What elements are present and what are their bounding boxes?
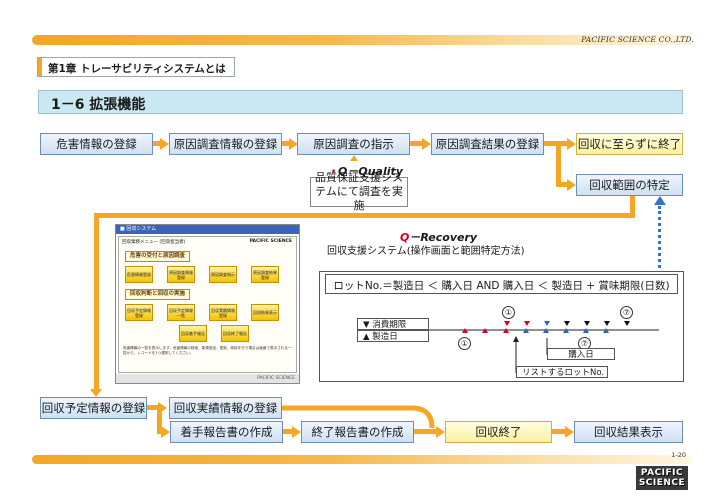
arrow-right-icon xyxy=(567,179,576,191)
btn-cause-instruct: 原因調査指示 xyxy=(209,266,237,283)
pacific-science-logo: PACIFIC SCIENCE xyxy=(636,466,688,490)
header-bar xyxy=(32,35,692,45)
screenshot-subtitle: 回収業務メニュー (回収担当者) xyxy=(122,240,186,245)
btn-end-report: 回収終了報告 xyxy=(221,325,249,342)
quality-note: 品質保証支援システムにて調査を実施 xyxy=(310,171,408,212)
screenshot-footer: PACIFIC SCIENCE xyxy=(116,374,299,383)
marker-circle: ⑦ xyxy=(578,337,591,350)
btn-recall-actual: 回収実績情報登録 xyxy=(209,304,237,321)
connector-vertical xyxy=(630,196,635,218)
connector-curve xyxy=(282,405,435,429)
marker-circle: ① xyxy=(458,337,471,350)
step-cause-investigation-instruction: 原因調査の指示 xyxy=(297,133,410,155)
recovery-note: 回収支援システム(操作画面と範囲特定方法) xyxy=(327,246,525,257)
branch-connector xyxy=(556,141,561,186)
arrow-shaft xyxy=(157,429,162,434)
list-lot-label: リストするロットNo. xyxy=(516,366,608,378)
arrow-right-icon xyxy=(436,426,445,438)
btn-recall-plan-list: 回収予定情報一覧 xyxy=(167,304,195,321)
step-end-without-recall: 回収に至らずに終了 xyxy=(576,133,683,155)
step-cause-result-registration: 原因調査結果の登録 xyxy=(431,133,544,155)
lot-formula: ロットNo.＝製造日 ＜ 購入日 AND 購入日 ＜ 製造日 + 賞味期限(日数… xyxy=(325,274,678,294)
arrow-right-icon xyxy=(160,138,169,150)
arrow-shaft xyxy=(414,429,437,434)
quality-label: ・Q－Quality xyxy=(327,165,403,178)
chapter-label: 第1章 トレーサビリティシステムとは xyxy=(37,57,235,77)
arrow-right-icon xyxy=(158,402,167,414)
btn-hazard-reg: 危害情報登録 xyxy=(125,266,153,283)
arrow-up-icon xyxy=(350,155,358,161)
step-hazard-registration: 危害情報の登録 xyxy=(40,133,153,155)
footer-bar xyxy=(32,455,692,464)
step-recall-end: 回収終了 xyxy=(445,421,552,443)
arrow-right-icon xyxy=(289,138,298,150)
step-recall-plan-registration: 回収予定情報の登録 xyxy=(40,397,147,419)
page-number: 1-20 xyxy=(671,451,686,459)
arrow-shaft xyxy=(153,141,161,146)
marker-circle: ⑦ xyxy=(620,306,633,319)
arrow-right-icon xyxy=(567,138,576,150)
arrow-shaft xyxy=(147,405,159,410)
step-recall-range: 回収範囲の特定 xyxy=(576,174,683,196)
dotted-connector xyxy=(658,206,661,268)
step-end-report: 終了報告書の作成 xyxy=(301,421,414,443)
connector-vertical xyxy=(94,213,99,391)
recovery-label: Q－Recovery xyxy=(400,231,478,244)
timeline-diagram xyxy=(429,321,659,373)
arrow-shaft xyxy=(552,429,566,434)
arrow-shaft xyxy=(410,141,423,146)
step-start-report: 着手報告書の作成 xyxy=(170,421,283,443)
arrow-right-icon xyxy=(292,426,301,438)
screenshot-brand: PACIFIC SCIENCE xyxy=(249,239,292,244)
arrow-shaft xyxy=(282,141,290,146)
arrow-right-icon xyxy=(422,138,431,150)
step-recall-actual-registration: 回収実績情報の登録 xyxy=(169,397,282,419)
arrow-right-icon xyxy=(565,426,574,438)
step-cause-investigation-registration: 原因調査情報の登録 xyxy=(169,133,282,155)
connector-vertical xyxy=(157,405,162,433)
arrow-right-icon xyxy=(161,426,170,438)
btn-recall-result: 回収結果表示 xyxy=(251,304,279,321)
step-recall-result-display: 回収結果表示 xyxy=(574,421,683,443)
arrow-down-icon xyxy=(90,389,102,397)
btn-recall-plan: 回収予定情報登録 xyxy=(125,304,153,321)
arrow-shaft xyxy=(556,182,568,187)
marker-circle: ① xyxy=(502,306,515,319)
recall-system-screenshot: ■ 回収システム 回収業務メニュー (回収担当者) PACIFIC SCIENC… xyxy=(115,224,300,384)
btn-cause-result: 原因調査結果登録 xyxy=(251,266,279,283)
screenshot-body: 回収業務メニュー (回収担当者) PACIFIC SCIENCE 危害の受付と原… xyxy=(118,236,297,373)
btn-cause-reg: 原因調査情報登録 xyxy=(167,266,195,283)
arrow-shaft xyxy=(283,429,293,434)
screenshot-section2: 回収判断と回収の実施 xyxy=(125,289,191,300)
btn-start-report: 回収着手報告 xyxy=(179,325,207,342)
page-title: 1－6 拡張機能 xyxy=(38,90,683,114)
screenshot-caption: 危害情報の一覧を表示します。危害情報の検索、新規追加、更新、削除を行う場合は画面… xyxy=(123,346,292,355)
arrow-up-icon xyxy=(654,196,666,205)
company-name: PACIFIC SCIENCE CO.,LTD. xyxy=(581,35,694,44)
screenshot-titlebar: ■ 回収システム xyxy=(116,225,299,234)
purchase-date-label: 購入日 xyxy=(547,348,615,360)
expiry-legend: ▼ 消費期限 xyxy=(357,318,429,330)
screenshot-section1: 危害の受付と原因調査 xyxy=(125,251,191,262)
connector-horizontal xyxy=(94,213,635,218)
mfg-legend: ▲ 製造日 xyxy=(357,330,429,342)
